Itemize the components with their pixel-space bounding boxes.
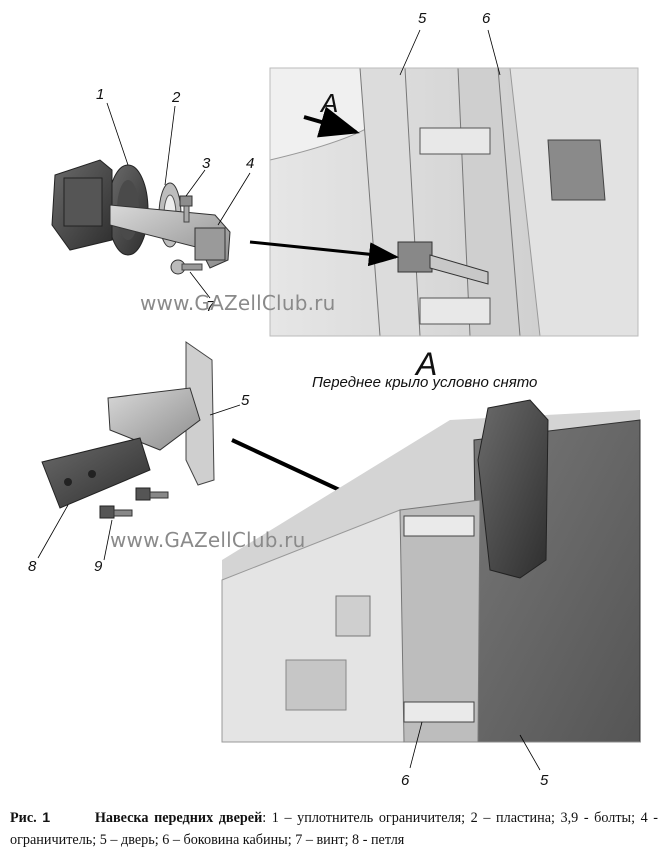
label-5-mid: 5 <box>241 392 250 409</box>
label-1: 1 <box>96 86 105 103</box>
bolt-9a <box>99 505 133 519</box>
label-7: 7 <box>206 298 215 315</box>
detail-pointer-arrow <box>249 240 399 267</box>
caption-title: Навеска передних дверей <box>94 810 263 826</box>
label-2: 2 <box>172 89 181 106</box>
view-a-detail <box>221 399 641 771</box>
limiter-exploded-view <box>51 102 251 299</box>
figure-caption: Рис. 1 Навеска передних дверей: 1 – упло… <box>10 807 658 851</box>
caption-text: : 1 – уплотнитель ограничителя; 2 – плас… <box>10 810 659 848</box>
bolt-9b <box>135 487 169 501</box>
figure-prefix: Рис. <box>10 810 37 826</box>
watermark-mid: www.GAZellClub.ru <box>110 528 306 552</box>
label-4: 4 <box>246 155 255 172</box>
hinge-exploded-view <box>37 341 241 561</box>
label-6-bottom: 6 <box>401 772 410 789</box>
watermark-top: www.GAZellClub.ru <box>140 291 336 315</box>
view-a-arrow <box>303 106 360 138</box>
label-3: 3 <box>202 155 211 172</box>
label-9: 9 <box>94 558 103 575</box>
screw-7 <box>170 259 203 275</box>
label-5-bottom: 5 <box>540 772 549 789</box>
view-a-note: Переднее крыло условно снято <box>312 374 538 391</box>
view-a-title: A <box>416 346 438 382</box>
label-6-top: 6 <box>482 10 491 27</box>
label-8: 8 <box>28 558 37 575</box>
view-a-callout: A <box>321 88 339 118</box>
figure-number: 1 <box>42 810 51 826</box>
label-5-top: 5 <box>418 10 427 27</box>
